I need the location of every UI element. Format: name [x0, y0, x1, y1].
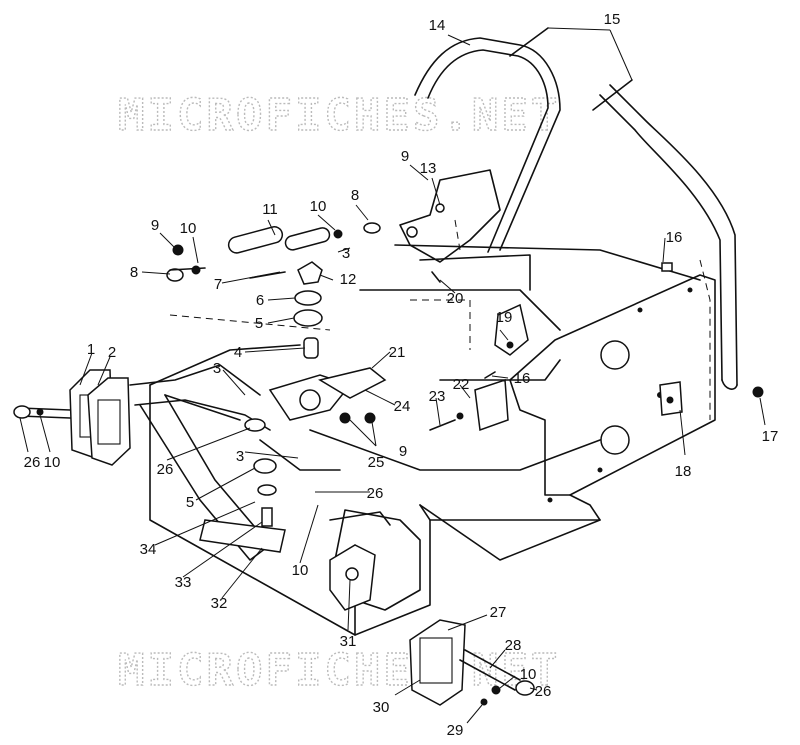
callout-27: 27: [490, 604, 507, 621]
callout-20: 20: [447, 290, 464, 307]
callout-33: 33: [175, 574, 192, 591]
callout-23: 23: [429, 388, 446, 405]
callout-3-top: 3: [342, 245, 350, 262]
callout-7: 7: [214, 276, 222, 293]
callout-6: 6: [256, 292, 264, 309]
callout-12: 12: [340, 271, 357, 288]
roll-bar: [414, 27, 738, 390]
callout-34: 34: [140, 541, 157, 558]
right-small-parts: [429, 262, 764, 432]
callout-10-top: 10: [310, 198, 327, 215]
leader-lines: [19, 27, 766, 724]
callout-5-top: 5: [255, 315, 263, 332]
callout-29: 29: [447, 722, 464, 739]
callout-2: 2: [108, 344, 116, 361]
callout-1: 1: [87, 341, 95, 358]
callout-9-left: 9: [151, 217, 159, 234]
callout-8-top: 8: [351, 187, 359, 204]
callout-10-farleft: 10: [44, 454, 61, 471]
callout-8-left: 8: [130, 264, 138, 281]
callout-11: 11: [262, 201, 278, 218]
callout-9-mid: 9: [399, 443, 407, 460]
callout-17: 17: [762, 428, 779, 445]
callout-26-center: 26: [367, 485, 384, 502]
callouts: 14 15 9 13 8 10 11 9 10 3 8 12 7 6 20 16…: [24, 11, 779, 739]
center-stack: [268, 261, 387, 424]
callout-19: 19: [496, 309, 513, 326]
callout-26-bottom: 26: [535, 683, 552, 700]
callout-24: 24: [394, 398, 411, 415]
callout-26-mid: 26: [157, 461, 174, 478]
callout-5-low: 5: [186, 494, 194, 511]
callout-30: 30: [373, 699, 390, 716]
callout-13: 13: [420, 160, 437, 177]
callout-22: 22: [453, 376, 470, 393]
side-plate: [419, 274, 716, 561]
watermark-bottom: MICROFICHES.NET: [118, 645, 560, 696]
bracket-13: [399, 169, 501, 263]
callout-16-mid: 16: [514, 370, 531, 387]
callout-18: 18: [675, 463, 692, 480]
watermark-top: MICROFICHES.NET: [118, 90, 560, 141]
callout-31: 31: [340, 633, 357, 650]
callout-32: 32: [211, 595, 228, 612]
callout-10-bottom: 10: [520, 666, 537, 683]
callout-16-right: 16: [666, 229, 683, 246]
callout-15: 15: [604, 11, 621, 28]
callout-10-left: 10: [180, 220, 197, 237]
callout-25: 25: [368, 454, 385, 471]
callout-14: 14: [429, 17, 446, 34]
lower-bracket: [329, 509, 535, 706]
callout-28: 28: [505, 637, 522, 654]
callout-26-left: 26: [24, 454, 41, 471]
left-plates: [13, 364, 271, 466]
callout-3-low: 3: [236, 448, 244, 465]
callout-10-low: 10: [292, 562, 309, 579]
callout-3-mid: 3: [213, 360, 221, 377]
callout-9-top: 9: [401, 148, 409, 165]
callout-21: 21: [389, 344, 406, 361]
main-frame: [149, 244, 711, 636]
callout-4: 4: [234, 344, 242, 361]
